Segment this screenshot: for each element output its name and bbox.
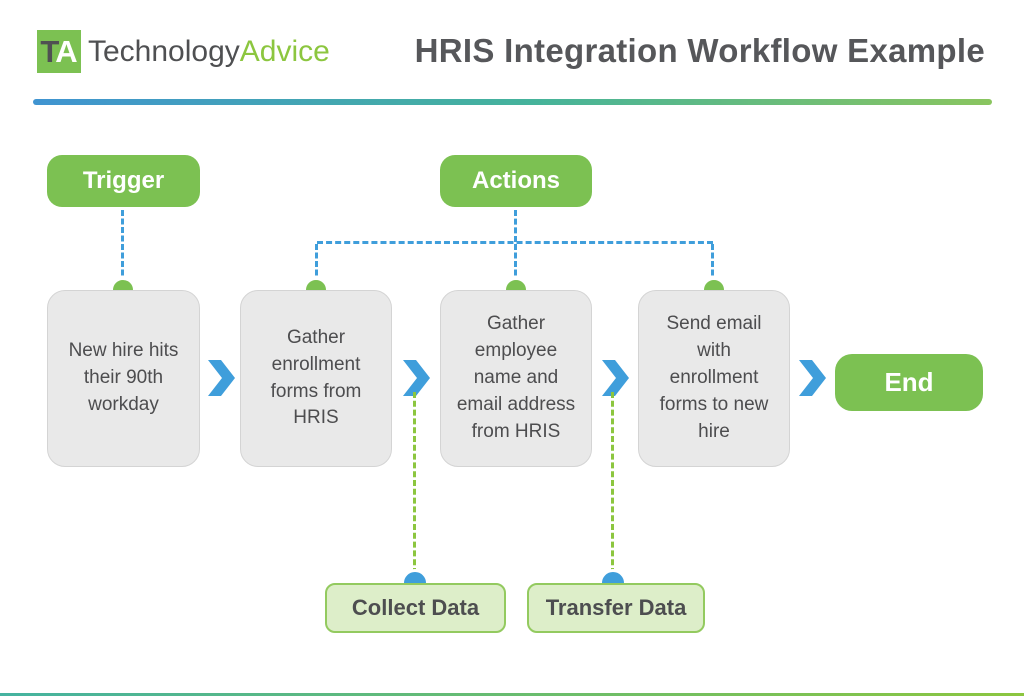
arrow-chevron-icon bbox=[208, 360, 235, 396]
actions-label: Actions bbox=[440, 155, 592, 207]
brand-name-technology: Technology bbox=[88, 34, 240, 68]
step-text: Gather employee name and email address f… bbox=[456, 313, 576, 442]
transfer-data-label: Transfer Data bbox=[527, 583, 705, 633]
actions-branch-line bbox=[317, 241, 713, 244]
step-box-new-hire: New hire hits their 90th workday bbox=[47, 290, 200, 467]
actions-drop-line-1 bbox=[315, 244, 318, 284]
logo-letter-a: A bbox=[55, 33, 78, 69]
collect-data-label: Collect Data bbox=[325, 583, 506, 633]
step-box-send-email: Send email with enrollment forms to new … bbox=[638, 290, 790, 467]
trigger-connector-line bbox=[121, 210, 124, 284]
actions-drop-line-2 bbox=[514, 244, 517, 284]
trigger-label: Trigger bbox=[47, 155, 200, 207]
step-box-gather-forms: Gather enrollment forms from HRIS bbox=[240, 290, 392, 467]
page-title: HRIS Integration Workflow Example bbox=[414, 32, 985, 69]
actions-drop-line-3 bbox=[711, 244, 714, 284]
step-text: Gather enrollment forms from HRIS bbox=[270, 326, 362, 429]
logo-letter-t: T bbox=[40, 33, 59, 69]
end-label: End bbox=[835, 354, 983, 411]
arrow-chevron-icon bbox=[602, 360, 629, 396]
arrow-chevron-icon bbox=[403, 360, 430, 396]
step-text: Send email with enrollment forms to new … bbox=[659, 313, 769, 442]
collect-data-connector-line bbox=[413, 392, 416, 574]
step-box-gather-employee-info: Gather employee name and email address f… bbox=[440, 290, 592, 467]
transfer-data-connector-line bbox=[611, 392, 614, 574]
actions-stem-line bbox=[514, 210, 517, 242]
arrow-chevron-icon bbox=[799, 360, 826, 396]
brand-name-advice: Advice bbox=[239, 34, 330, 68]
footer-gradient-divider bbox=[0, 693, 1024, 696]
step-text: New hire hits their 90th workday bbox=[68, 340, 179, 415]
header-gradient-divider bbox=[33, 99, 992, 105]
